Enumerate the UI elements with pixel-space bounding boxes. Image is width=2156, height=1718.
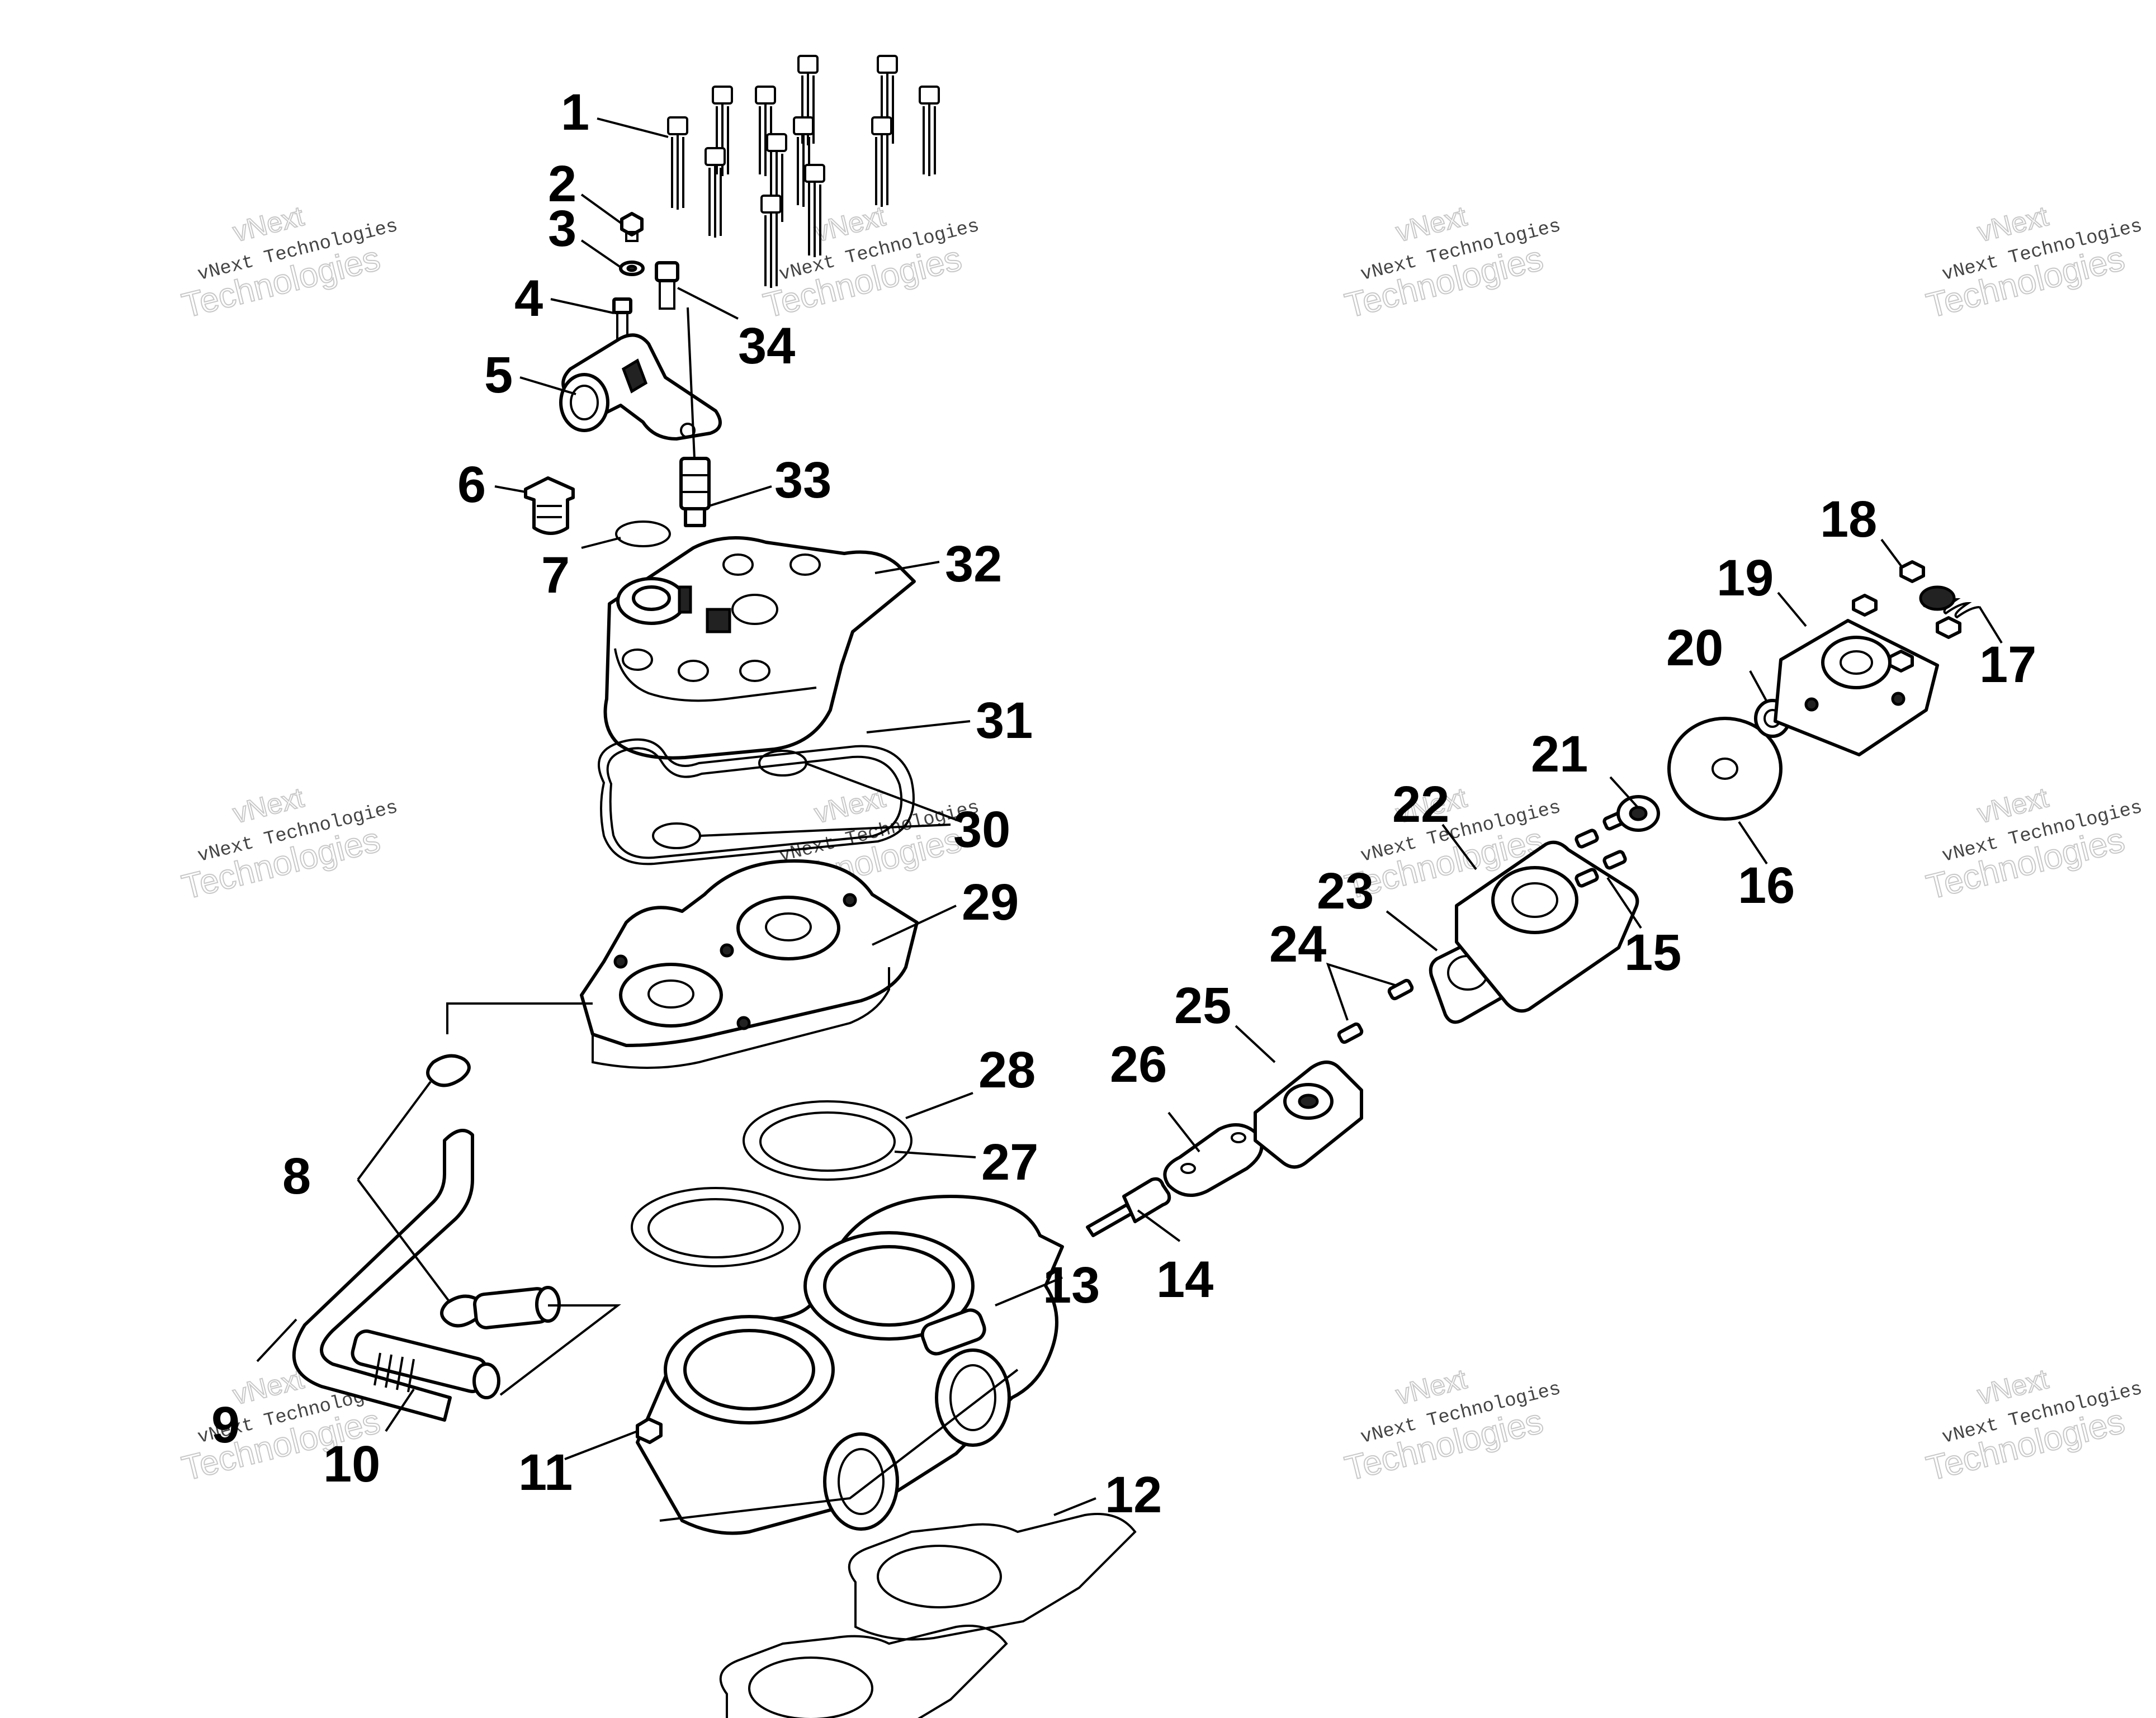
callout-7: 7 xyxy=(541,547,570,604)
part-28-o-ring-large xyxy=(743,1100,912,1181)
callout-18: 18 xyxy=(1820,491,1877,548)
leader-lines xyxy=(256,117,2003,1516)
part-17-spring xyxy=(1919,585,1980,619)
callout-6: 6 xyxy=(457,456,486,513)
watermark: vNext vNext Technologies Technologies xyxy=(178,200,400,326)
part-2-nut xyxy=(620,212,644,242)
part-1-head-bolts xyxy=(667,55,940,288)
callout-25: 25 xyxy=(1174,977,1231,1034)
part-29-cylinder-head xyxy=(580,859,919,1069)
part-25-pump-body xyxy=(1254,1061,1363,1169)
callout-4: 4 xyxy=(514,270,543,327)
part-11-nut xyxy=(636,1417,663,1444)
callout-17: 17 xyxy=(1979,636,2036,693)
callout-5: 5 xyxy=(484,347,513,404)
watermark: vNext vNext Technologies Technologies xyxy=(1922,1362,2145,1489)
part-8-hose-clamps xyxy=(426,1054,485,1328)
callout-24: 24 xyxy=(1269,916,1326,973)
callout-2: 2 xyxy=(548,155,576,212)
callout-8: 8 xyxy=(282,1148,311,1205)
callout-1: 1 xyxy=(561,84,589,141)
watermark: vNext vNext Technologies Technologies xyxy=(1341,200,1563,326)
part-14-pin xyxy=(1086,1177,1171,1237)
part-32-cylinder-head-cover xyxy=(603,536,916,760)
callout-labels: 1 2 3 4 5 6 7 8 9 10 11 12 13 14 15 16 1… xyxy=(211,84,2036,1523)
callout-12: 12 xyxy=(1105,1466,1162,1523)
callout-31: 31 xyxy=(976,692,1033,749)
callout-11: 11 xyxy=(518,1444,573,1501)
part-18-screws xyxy=(1852,560,1961,673)
callout-9: 9 xyxy=(211,1397,240,1454)
callout-32: 32 xyxy=(945,536,1002,593)
callout-16: 16 xyxy=(1738,857,1795,914)
part-27-o-ring-inner xyxy=(759,1111,896,1172)
watermark: vNext vNext Technologies Technologies xyxy=(1922,781,2145,907)
part-21-bearing xyxy=(1616,795,1660,832)
watermark: vNext vNext Technologies Technologies xyxy=(178,781,400,907)
part-9-hose xyxy=(292,1129,474,1422)
callout-20: 20 xyxy=(1666,619,1723,676)
callout-21: 21 xyxy=(1531,726,1588,783)
watermark: vNext vNext Technologies Technologies xyxy=(1922,200,2145,326)
part-6-thermostat xyxy=(524,476,575,535)
part-o-rings-lower xyxy=(631,1187,801,1267)
callout-29: 29 xyxy=(962,874,1019,931)
part-15-screws xyxy=(1575,811,1627,888)
part-22-pump-cover xyxy=(1455,840,1639,1013)
callout-22: 22 xyxy=(1392,776,1449,833)
callout-28: 28 xyxy=(978,1042,1036,1099)
callout-30: 30 xyxy=(953,801,1010,858)
callout-33: 33 xyxy=(774,452,831,509)
part-24-screws xyxy=(1337,978,1414,1044)
part-12-base-gaskets xyxy=(719,1513,1137,1718)
part-34-screw xyxy=(655,261,679,310)
callout-13: 13 xyxy=(1043,1257,1100,1314)
part-13-cylinder-block xyxy=(636,1195,1064,1535)
part-5-thermostat-housing xyxy=(559,333,722,441)
part-coupling-sleeve xyxy=(473,1286,561,1329)
part-26-gasket xyxy=(1163,1123,1264,1197)
callout-19: 19 xyxy=(1717,550,1774,607)
part-10-hose-fitting xyxy=(351,1329,500,1399)
callout-23: 23 xyxy=(1317,863,1374,920)
part-16-diaphragm xyxy=(1667,717,1783,821)
part-33-temperature-sensor xyxy=(679,307,711,527)
callout-3: 3 xyxy=(548,200,576,257)
part-7-o-ring xyxy=(615,520,671,547)
part-19-pump-housing xyxy=(1774,619,1939,756)
watermark: vNext vNext Technologies Technologies xyxy=(1341,1362,1563,1489)
callout-10: 10 xyxy=(323,1436,380,1493)
callout-34: 34 xyxy=(738,318,795,375)
callout-26: 26 xyxy=(1110,1036,1167,1093)
callout-14: 14 xyxy=(1156,1251,1213,1308)
callout-15: 15 xyxy=(1624,924,1681,981)
callout-27: 27 xyxy=(981,1134,1038,1191)
part-31-head-gasket xyxy=(598,738,915,865)
part-3-washer xyxy=(619,261,645,276)
